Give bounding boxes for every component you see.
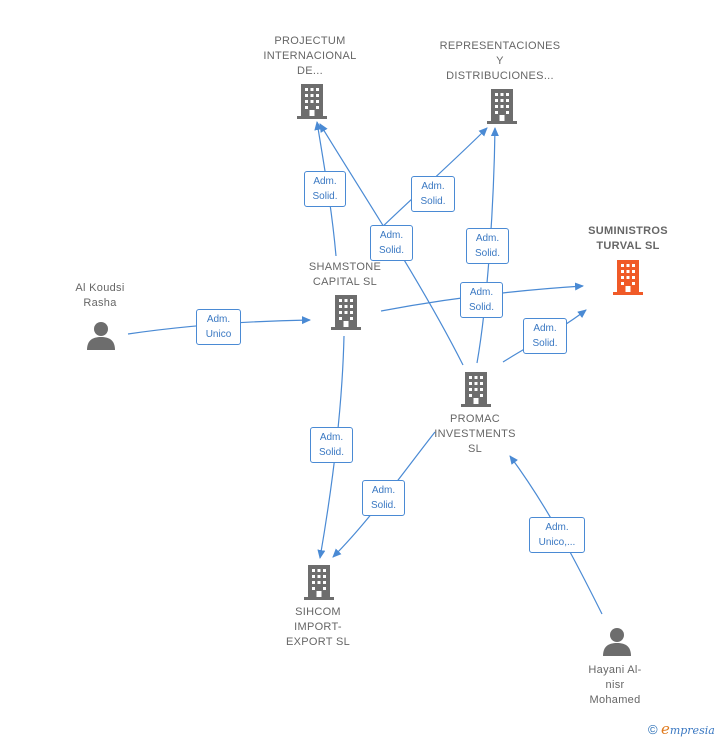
edge-label-shamstone-representaciones[interactable]: Adm. Solid.: [411, 176, 455, 212]
node-label-hayani: Hayani Al- nisr Mohamed: [588, 664, 642, 706]
brand-logo-e: e: [660, 720, 670, 738]
edge-label-shamstone-suministros[interactable]: Adm. Solid.: [460, 282, 503, 318]
building-icon-promac[interactable]: [460, 372, 492, 408]
node-label-sihcom: SIHCOM IMPORT- EXPORT SL: [285, 606, 351, 648]
building-icon-representaciones[interactable]: [486, 89, 518, 125]
edge-label-shamstone-sihcom[interactable]: Adm. Solid.: [310, 427, 353, 463]
edge-label-alkoudsi-shamstone[interactable]: Adm. Unico: [196, 309, 241, 345]
edge-label-promac-projectum[interactable]: Adm. Solid.: [370, 225, 413, 261]
node-label-suministros: SUMINISTROS TURVAL SL: [588, 225, 668, 252]
copyright-symbol: ©: [648, 722, 658, 737]
edge-label-promac-suministros[interactable]: Adm. Solid.: [523, 318, 567, 354]
building-icon-suministros[interactable]: [612, 260, 644, 296]
edge-label-promac-representaciones[interactable]: Adm. Solid.: [466, 228, 509, 264]
edge-label-shamstone-projectum[interactable]: Adm. Solid.: [304, 171, 346, 207]
node-label-representaciones: REPRESENTACIONES Y DISTRIBUCIONES...: [439, 40, 561, 82]
person-icon-hayani[interactable]: [602, 626, 632, 656]
node-label-promac: PROMAC INVESTMENTS SL: [434, 413, 516, 455]
building-icon-projectum[interactable]: [296, 84, 328, 120]
node-label-alkoudsi: Al Koudsi Rasha: [75, 282, 125, 309]
node-label-projectum: PROJECTUM INTERNACIONAL DE...: [263, 35, 357, 77]
edge-label-promac-sihcom[interactable]: Adm. Solid.: [362, 480, 405, 516]
building-icon-sihcom[interactable]: [303, 565, 335, 601]
node-label-shamstone: SHAMSTONE CAPITAL SL: [308, 261, 382, 288]
building-icon-shamstone[interactable]: [330, 295, 362, 331]
copyright-brand: © empresia: [648, 720, 715, 738]
edge-label-hayani-promac[interactable]: Adm. Unico,...: [529, 517, 585, 553]
brand-name: mpresia: [669, 724, 715, 737]
person-icon-alkoudsi[interactable]: [86, 320, 116, 350]
